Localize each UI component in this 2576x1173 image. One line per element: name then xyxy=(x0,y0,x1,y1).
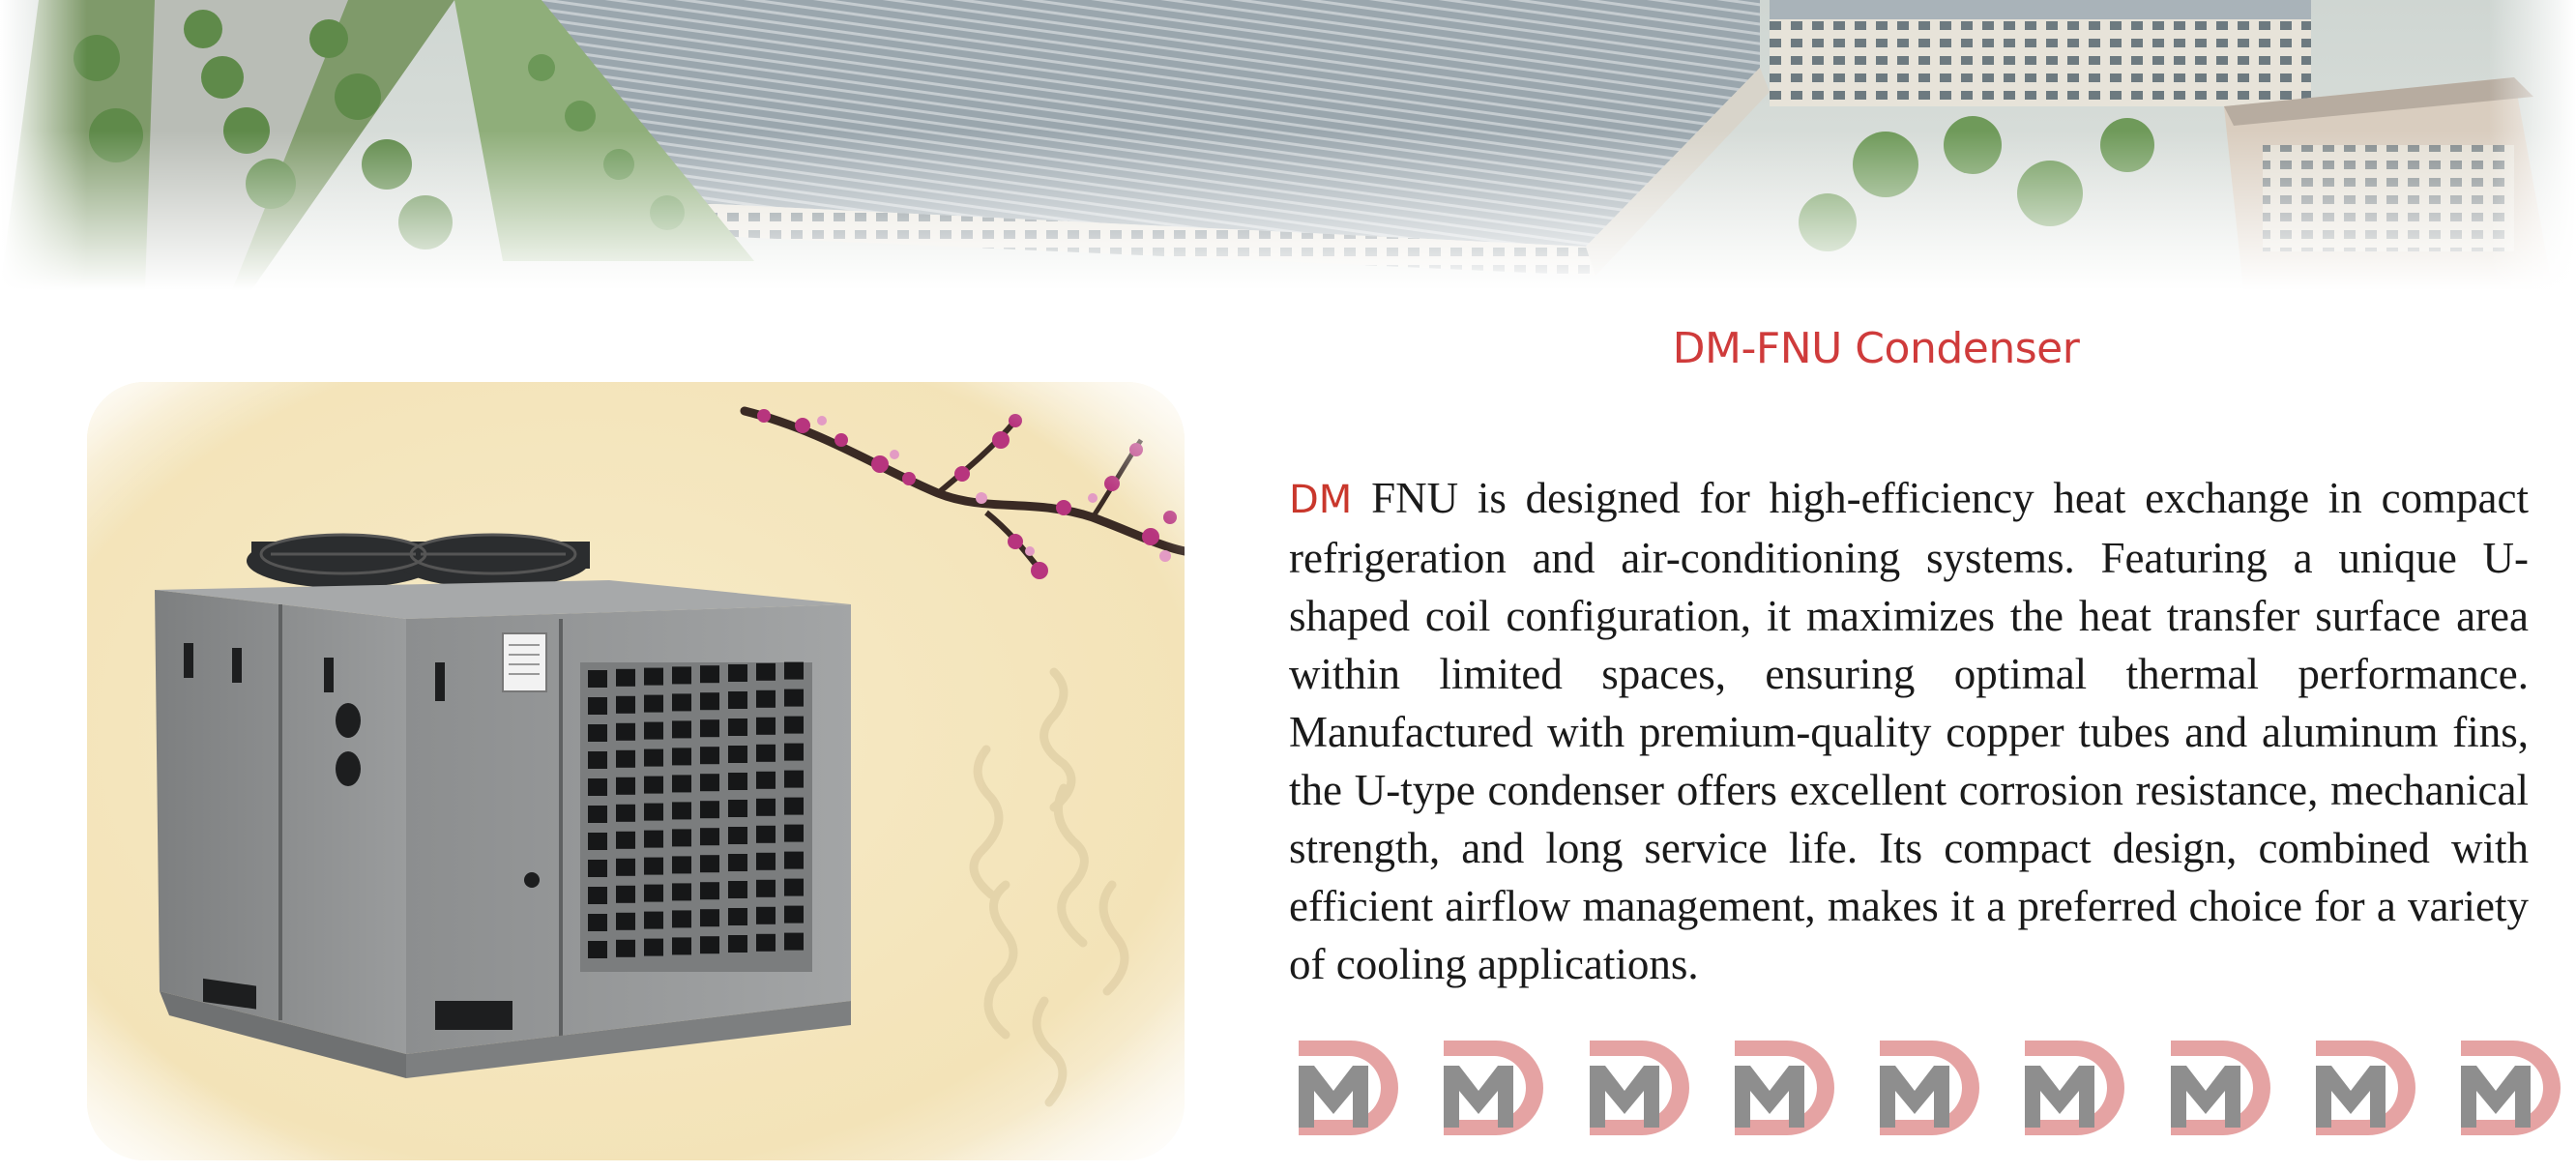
product-title: DM-FNU Condenser xyxy=(1672,324,2080,373)
brand-word: DM xyxy=(1289,478,1353,522)
dm-logo-icon xyxy=(1582,1031,1696,1145)
dm-logo-icon xyxy=(2017,1031,2131,1145)
dm-logo-icon xyxy=(2308,1031,2422,1145)
condenser-product-image xyxy=(87,382,1185,1160)
dm-logo-icon xyxy=(1291,1031,1405,1145)
dm-logo-icon xyxy=(2163,1031,2277,1145)
dm-logo-icon xyxy=(2453,1031,2567,1145)
description-body: FNU is designed for high-efficiency heat… xyxy=(1289,474,2529,988)
dm-logo-icon xyxy=(1872,1031,1986,1145)
logo-row xyxy=(1291,1030,2567,1146)
product-description: DM FNU is designed for high-efficiency h… xyxy=(1289,469,2529,993)
dm-logo-icon xyxy=(1727,1031,1841,1145)
factory-banner-image xyxy=(0,0,2576,290)
dm-logo-icon xyxy=(1436,1031,1550,1145)
